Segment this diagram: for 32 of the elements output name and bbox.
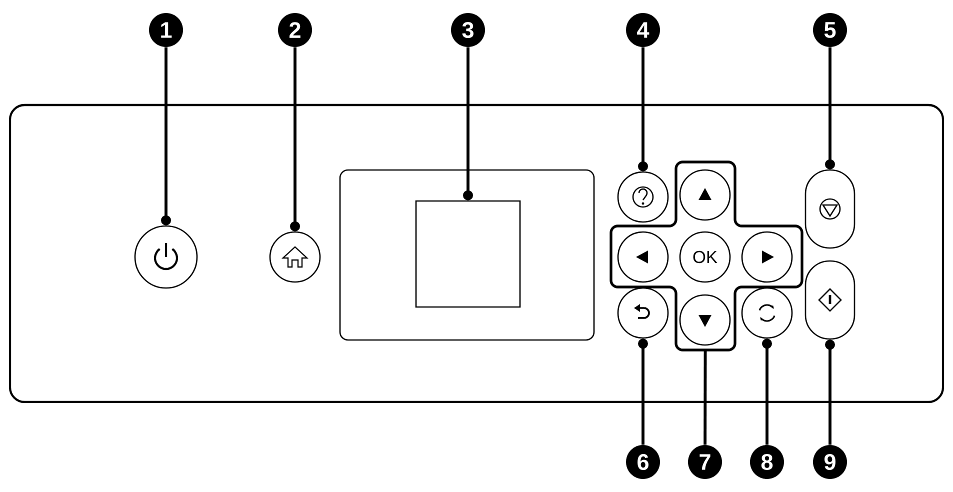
leader-line — [638, 338, 648, 445]
power-button — [134, 225, 198, 289]
down-button — [679, 294, 731, 346]
leader-line — [825, 47, 835, 170]
leader-line — [463, 47, 473, 200]
callout-number: 9 — [813, 445, 847, 479]
refresh-button — [741, 287, 793, 339]
callout-number: 6 — [626, 445, 660, 479]
screen — [415, 200, 521, 308]
callout-number: 7 — [688, 445, 722, 479]
callout-number: 5 — [813, 13, 847, 47]
leader-line — [762, 338, 772, 445]
direction-pad — [610, 160, 804, 352]
leader-line — [161, 47, 172, 226]
stop-button — [804, 169, 856, 249]
leader-line — [704, 350, 707, 445]
start-button — [804, 260, 856, 340]
callout-number: 8 — [750, 445, 784, 479]
help-button — [617, 171, 669, 223]
right-button — [741, 231, 793, 283]
leader-line — [290, 47, 300, 232]
back-button — [617, 287, 669, 339]
leader-line — [638, 47, 648, 172]
ok-button: OK — [679, 231, 731, 283]
callout-number: 4 — [626, 13, 660, 47]
left-button — [617, 231, 669, 283]
callout-number: 1 — [149, 13, 183, 47]
up-button — [679, 169, 731, 221]
home-button — [269, 231, 321, 283]
callout-number: 3 — [451, 13, 485, 47]
callout-number: 2 — [278, 13, 312, 47]
leader-line — [825, 340, 835, 445]
